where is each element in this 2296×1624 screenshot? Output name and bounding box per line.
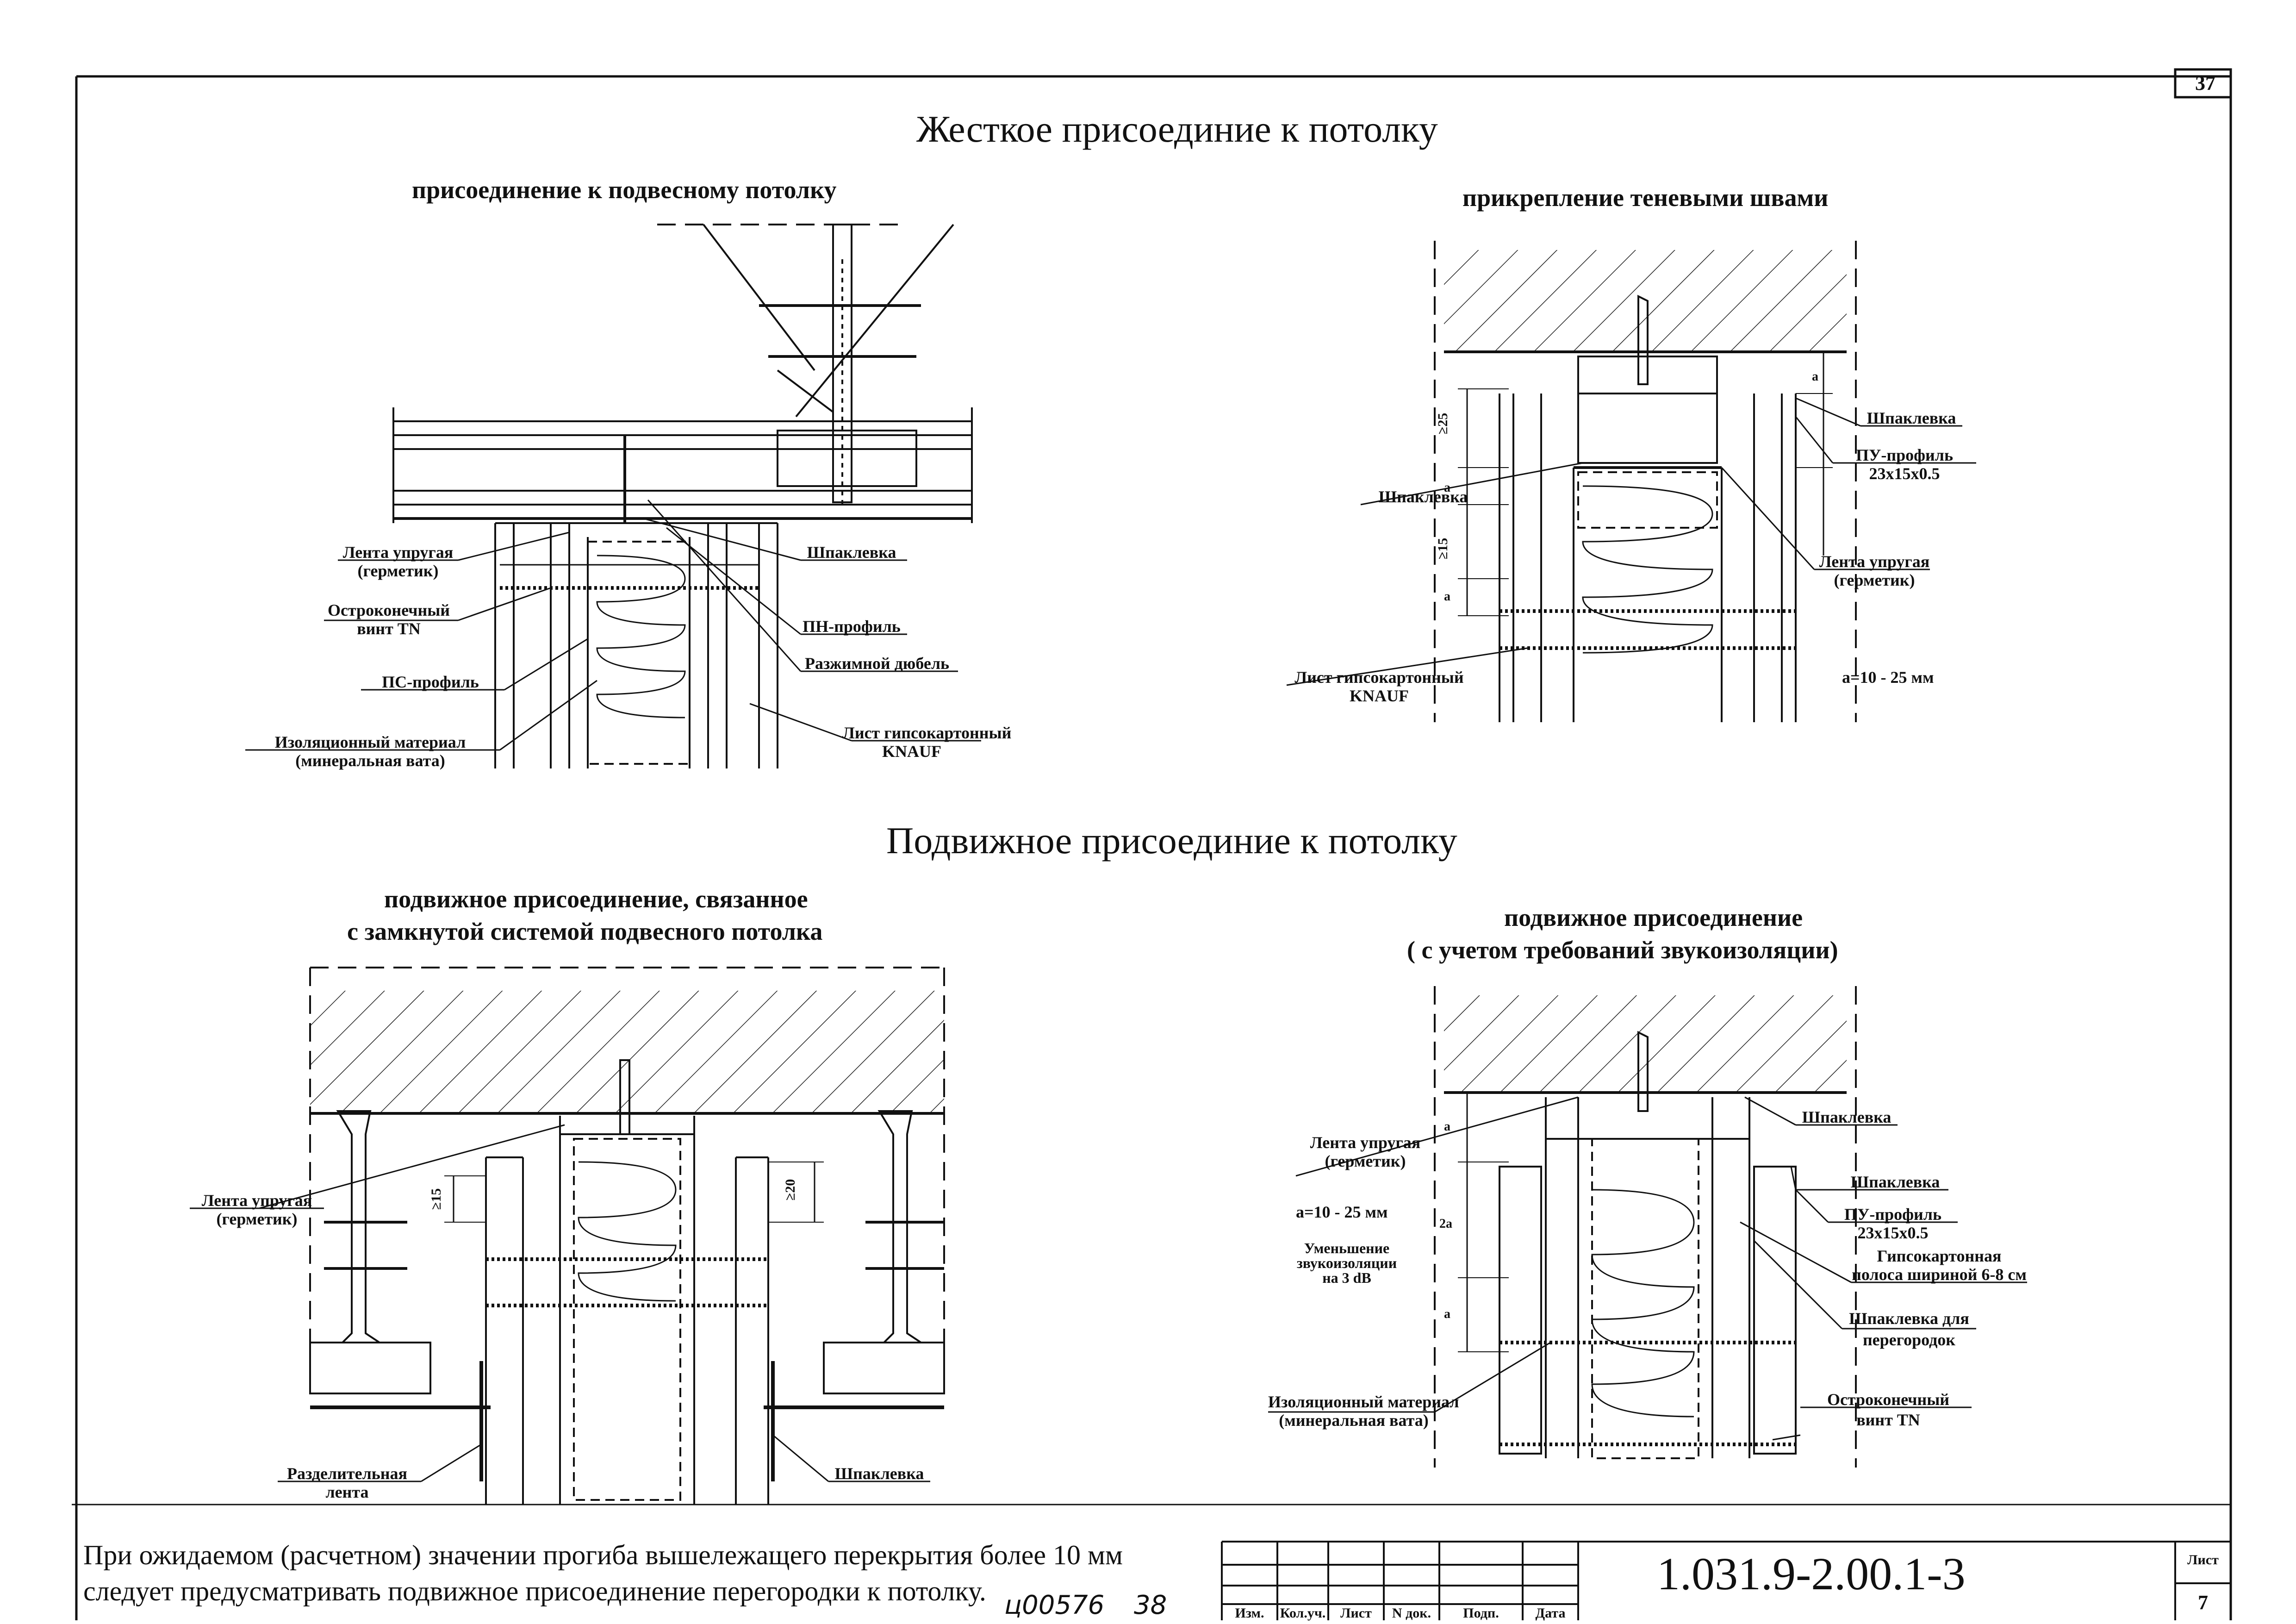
footer-note: При ожидаемом (расчетном) значении проги… <box>83 1540 1123 1606</box>
section-d-title-2: ( с учетом требований звукоизоляции) <box>1407 936 1838 964</box>
c-tape-label: Лента упругая(герметик) <box>201 1191 312 1228</box>
d-putty-2-label: Шпаклевка <box>1850 1173 1940 1191</box>
a-putty-label: Шпаклевка <box>807 543 896 562</box>
d-dim-2a: 2a <box>1439 1217 1452 1231</box>
tb-col-izm: Изм. <box>1235 1605 1264 1621</box>
section-b-title: прикрепление теневыми швами <box>1462 184 1829 212</box>
c-dim-15: ≥15 <box>429 1188 444 1210</box>
b-dim-15: ≥15 <box>1435 537 1451 560</box>
b-tape-label: Лента упругая(герметик) <box>1819 552 1930 589</box>
d-putty-top-label: Шпаклевка <box>1802 1108 1892 1126</box>
section-a-title: присоединение к подвесному потолку <box>412 176 837 204</box>
a-insulation-label: Изоляционный материал(минеральная вата) <box>274 733 466 770</box>
section-d-title-1: подвижное присоединение <box>1504 904 1803 931</box>
section-c-title-2: с замкнутой системой подвесного потолка <box>347 918 823 945</box>
b-dim-25: ≥25 <box>1435 412 1451 435</box>
a-pn-profile-label: ПН-профиль <box>803 617 901 636</box>
b-dim-a2: a <box>1444 589 1450 604</box>
d-tape-label: Лента упругая(герметик) <box>1310 1133 1421 1170</box>
title-rigid: Жесткое присоединие к потолку <box>916 108 1438 150</box>
title-movable: Подвижное присоединие к потолку <box>886 819 1457 862</box>
a-dowel-label: Разжимной дюбель <box>804 654 950 673</box>
section-c-drawing <box>190 967 945 1505</box>
sheet-frame <box>72 68 2232 1620</box>
section-c-title-1: подвижное присоединение, связанное <box>384 885 808 913</box>
tb-col-data: Дата <box>1535 1605 1566 1621</box>
d-note-a: a=10 - 25 мм <box>1296 1203 1388 1221</box>
sheet-number: 7 <box>2198 1591 2208 1614</box>
tb-col-koluch: Кол.уч. <box>1280 1605 1326 1621</box>
b-putty-right-label: Шпаклевка <box>1867 409 1956 427</box>
d-insulation-label: Изоляционный материал(минеральная вата) <box>1268 1393 1459 1430</box>
b-note-a: a=10 - 25 мм <box>1842 668 1934 687</box>
section-b-drawing <box>1286 241 1976 722</box>
c-putty-label: Шпаклевка <box>834 1464 924 1483</box>
d-dim-a1: a <box>1444 1119 1450 1134</box>
d-dim-a2: a <box>1444 1307 1450 1321</box>
title-block-grid <box>1221 1541 2231 1620</box>
b-putty-left-label: Шпаклевка <box>1378 487 1468 506</box>
section-d-drawing <box>1268 986 2027 1468</box>
tb-col-ndok: N док. <box>1392 1605 1431 1621</box>
b-dim-a3: a <box>1812 369 1818 384</box>
b-dim-a1: a <box>1444 481 1450 495</box>
tb-col-list: Лист <box>1340 1605 1372 1621</box>
sheet-label: Лист <box>2187 1552 2219 1568</box>
c-dim-20: ≥20 <box>783 1179 798 1201</box>
handwritten-number: 38 <box>1134 1590 1167 1620</box>
a-tape-label: Лента упругая(герметик) <box>342 543 454 580</box>
page-number-top: 37 <box>2195 72 2215 94</box>
tb-col-podp: Подп. <box>1463 1605 1499 1621</box>
a-ps-profile-label: ПС-профиль <box>382 673 479 691</box>
handwritten-code: ц00576 <box>1004 1590 1105 1620</box>
document-designation: 1.031.9-2.00.1-3 <box>1657 1548 1966 1599</box>
section-a-drawing <box>245 224 981 768</box>
